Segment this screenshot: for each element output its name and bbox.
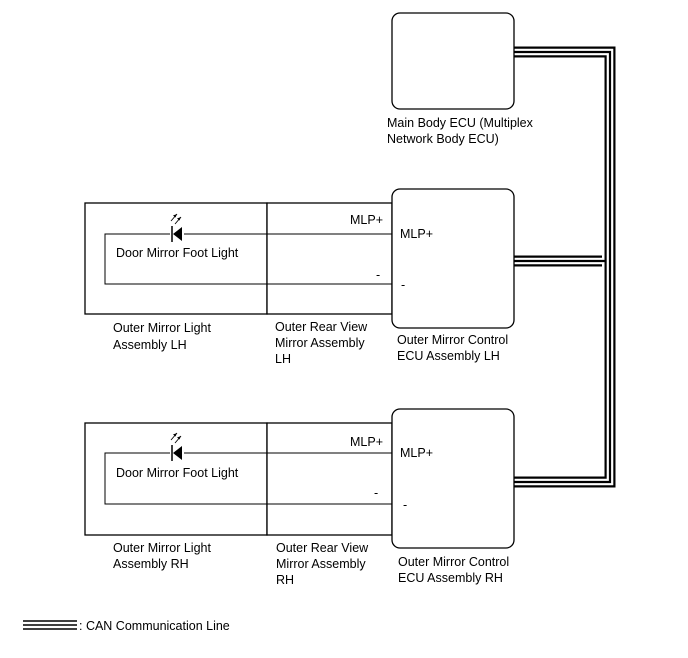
outer-mirror-light-lh-label-line1: Outer Mirror Light	[113, 321, 211, 335]
rear-view-lh-mlp-label: MLP+	[350, 213, 383, 227]
led-lh-icon	[170, 213, 184, 243]
ecu-rh-mlp-terminal: MLP+	[400, 446, 433, 460]
outer-mirror-light-assembly-lh-box	[84, 202, 268, 315]
foot-light-rh-circuit	[104, 452, 392, 505]
rear-view-rh-mlp-label: MLP+	[350, 435, 383, 449]
door-mirror-foot-light-lh-label: Door Mirror Foot Light	[116, 246, 239, 260]
outer-mirror-control-ecu-lh-box	[391, 188, 515, 329]
main-body-ecu-box	[391, 12, 515, 110]
legend-label: : CAN Communication Line	[79, 619, 230, 633]
outer-mirror-light-rh-label-line1: Outer Mirror Light	[113, 541, 211, 555]
can-communication-bus	[514, 46, 616, 488]
rear-view-lh-label-line2: Mirror Assembly	[275, 336, 365, 350]
outer-mirror-control-ecu-rh-box	[391, 408, 515, 549]
main-body-ecu-label-line1: Main Body ECU (Multiplex	[387, 116, 534, 130]
rear-view-lh-label-line3: LH	[275, 352, 291, 366]
ecu-rh-gnd-terminal: -	[403, 498, 407, 512]
ecu-rh-label-line1: Outer Mirror Control	[398, 555, 509, 569]
rear-view-lh-gnd-label: -	[376, 268, 380, 282]
rear-view-rh-label-line2: Mirror Assembly	[276, 557, 366, 571]
rear-view-rh-label-line1: Outer Rear View	[276, 541, 369, 555]
ecu-lh-label-line1: Outer Mirror Control	[397, 333, 508, 347]
outer-mirror-light-lh-label-line2: Assembly LH	[113, 338, 187, 352]
outer-mirror-light-rh-label-line2: Assembly RH	[113, 557, 189, 571]
door-mirror-foot-light-rh-label: Door Mirror Foot Light	[116, 466, 239, 480]
rear-view-lh-label-line1: Outer Rear View	[275, 320, 368, 334]
main-body-ecu-label-line2: Network Body ECU)	[387, 132, 499, 146]
rear-view-rh-label-line3: RH	[276, 573, 294, 587]
ecu-lh-mlp-terminal: MLP+	[400, 227, 433, 241]
ecu-rh-label-line2: ECU Assembly RH	[398, 571, 503, 585]
foot-light-lh-circuit	[104, 233, 392, 285]
led-rh-icon	[170, 432, 184, 462]
legend-can-line-symbol	[23, 620, 77, 630]
ecu-lh-label-line2: ECU Assembly LH	[397, 349, 500, 363]
ecu-lh-gnd-terminal: -	[401, 278, 405, 292]
rear-view-rh-gnd-label: -	[374, 486, 378, 500]
